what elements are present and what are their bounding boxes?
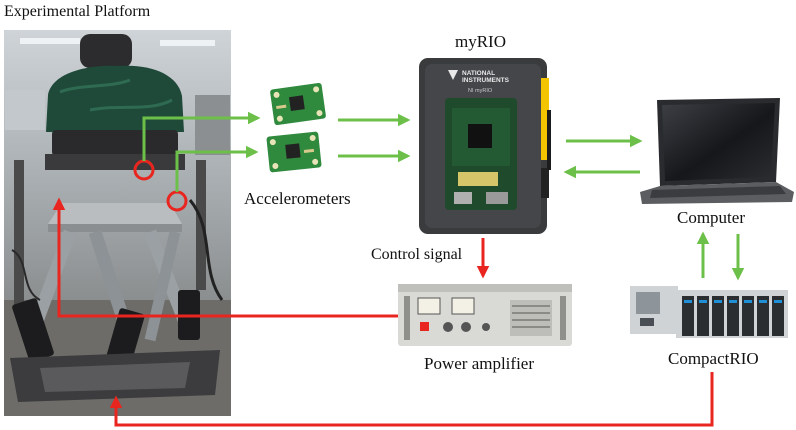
label-accelerometers: Accelerometers bbox=[244, 189, 351, 208]
myrio-brand-line1: NATIONAL bbox=[462, 70, 495, 77]
label-control-signal: Control signal bbox=[371, 246, 463, 263]
red-arrow-compactrio-to-platform bbox=[109, 372, 714, 427]
green-arrow-sensor1-to-accel bbox=[142, 111, 261, 161]
label-experimental-platform: Experimental Platform bbox=[4, 3, 151, 20]
label-computer: Computer bbox=[677, 208, 745, 227]
ni-logo-icon bbox=[448, 70, 458, 80]
label-compactrio: CompactRIO bbox=[668, 349, 759, 368]
myrio-device: NATIONAL INSTRUMENTS NI myRIO bbox=[419, 58, 551, 234]
label-myrio: myRIO bbox=[455, 32, 506, 51]
power-amplifier bbox=[398, 284, 572, 346]
accelerometer-board-1 bbox=[270, 82, 326, 126]
experimental-platform-photo bbox=[4, 30, 231, 416]
compactrio-device bbox=[630, 286, 788, 338]
label-power-amplifier: Power amplifier bbox=[424, 354, 534, 373]
myrio-brand-line2: INSTRUMENTS bbox=[462, 77, 510, 84]
red-arrow-amplifier-to-platform bbox=[52, 197, 398, 318]
computer-laptop bbox=[640, 98, 794, 204]
accelerometer-board-2 bbox=[266, 131, 322, 173]
green-arrow-sensor2-to-accel bbox=[175, 145, 259, 192]
myrio-model-text: NI myRIO bbox=[468, 88, 493, 94]
